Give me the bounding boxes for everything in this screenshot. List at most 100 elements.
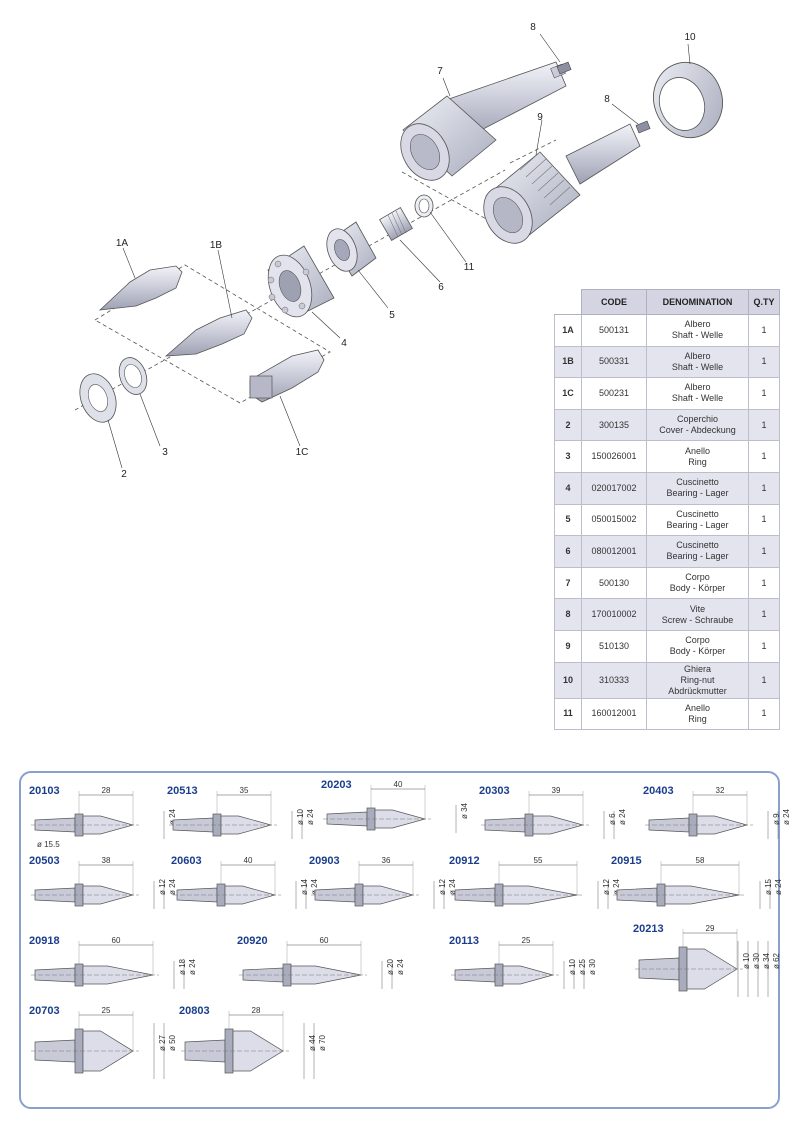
denomination-line: Corpo bbox=[685, 572, 710, 583]
tip-diameter-label: ø 44 bbox=[308, 1034, 317, 1051]
callout-7: 7 bbox=[437, 66, 443, 77]
denomination-line: Ring bbox=[688, 713, 707, 724]
tip-code: 20103 bbox=[29, 785, 60, 797]
part-11-ring bbox=[414, 194, 434, 218]
cell-code: 160012001 bbox=[581, 697, 647, 731]
cell-position: 5 bbox=[554, 503, 582, 537]
tip-drawing: 60ø 24ø 20 bbox=[239, 936, 405, 989]
tip-code: 20603 bbox=[171, 855, 202, 867]
tip-diameter-label: ø 62 bbox=[772, 952, 781, 969]
cell-position: 1B bbox=[554, 345, 582, 379]
table-header-row: CODE DENOMINATION Q.TY bbox=[554, 289, 780, 315]
tip-diameter-label: ø 12 bbox=[438, 878, 447, 895]
tip-length-label: 35 bbox=[240, 786, 249, 795]
tip-code: 20915 bbox=[611, 855, 642, 867]
col-denomination: DENOMINATION bbox=[646, 289, 749, 315]
tip-length-label: 39 bbox=[552, 786, 561, 795]
callout-1b: 1B bbox=[210, 240, 223, 251]
tip-length-label: 60 bbox=[320, 936, 329, 945]
callout-8b: 8 bbox=[604, 94, 610, 105]
tip-diameter-label: ø 25 bbox=[578, 958, 587, 975]
tip-code: 20403 bbox=[643, 785, 674, 797]
cell-code: 510130 bbox=[581, 629, 647, 663]
denomination-line: Shaft - Welle bbox=[671, 361, 724, 372]
tip-diameter-label: ø 70 bbox=[318, 1034, 327, 1051]
cell-code: 500130 bbox=[581, 566, 647, 600]
callout-10: 10 bbox=[684, 32, 696, 43]
denomination-line: Coperchio bbox=[676, 414, 719, 425]
tip-code: 20703 bbox=[29, 1005, 60, 1017]
tip-length-label: 36 bbox=[382, 856, 391, 865]
tip-code: 20803 bbox=[179, 1005, 210, 1017]
tip-diameter-label: ø 10 bbox=[568, 958, 577, 975]
callout-3: 3 bbox=[162, 447, 168, 458]
cell-position: 10 bbox=[554, 661, 582, 699]
denomination-line: Anello bbox=[684, 702, 711, 713]
callout-1a: 1A bbox=[116, 238, 129, 249]
denomination-line: Corpo bbox=[685, 635, 710, 646]
denomination-line: Anello bbox=[684, 445, 711, 456]
tip-drawing: 39ø 24ø 6 bbox=[481, 786, 627, 839]
callout-11: 11 bbox=[464, 262, 475, 273]
tip-diameter-label: ø 24 bbox=[782, 808, 791, 825]
cell-qty: 1 bbox=[748, 661, 780, 699]
tip-drawing: 25ø 30ø 25ø 10 bbox=[451, 936, 597, 989]
cell-qty: 1 bbox=[748, 345, 780, 379]
denomination-line: Shaft - Welle bbox=[671, 393, 724, 404]
tip-diameter-label: ø 34 bbox=[762, 952, 771, 969]
denomination-line: Shaft - Welle bbox=[671, 330, 724, 341]
tip-diameter-label: ø 12 bbox=[602, 878, 611, 895]
cell-qty: 1 bbox=[748, 314, 780, 347]
tip-length-label: 40 bbox=[244, 856, 253, 865]
tip-drawing: 40ø 24ø 14 bbox=[173, 856, 319, 909]
tip-drawing: 36ø 24ø 12 bbox=[311, 856, 457, 909]
denomination-line: Body - Körper bbox=[669, 646, 726, 657]
tip-length-label: 58 bbox=[696, 856, 705, 865]
cell-qty: 1 bbox=[748, 566, 780, 600]
part-2-cover bbox=[79, 373, 117, 423]
tip-length-label: 55 bbox=[534, 856, 543, 865]
cell-code: 050015002 bbox=[581, 503, 647, 537]
tip-length-label: 40 bbox=[394, 780, 403, 789]
cell-code: 310333 bbox=[581, 661, 647, 699]
tip-diameter-label: ø 24 bbox=[448, 878, 457, 895]
denomination-line: Ghiera bbox=[683, 663, 711, 674]
tip-drawing: 35ø 24ø 10 bbox=[169, 786, 315, 839]
part-8-screw-a bbox=[556, 61, 572, 75]
denomination-line: Albero bbox=[684, 382, 711, 393]
cell-position: 7 bbox=[554, 566, 582, 600]
tip-code: 20503 bbox=[29, 855, 60, 867]
tip-diameter-label: ø 24 bbox=[188, 958, 197, 975]
cell-qty: 1 bbox=[748, 503, 780, 537]
cell-position: 8 bbox=[554, 598, 582, 631]
tip-diameter-label: ø 24 bbox=[774, 878, 783, 895]
cell-position: 6 bbox=[554, 535, 582, 568]
tip-diameter-label: ø 24 bbox=[612, 878, 621, 895]
col-code: CODE bbox=[581, 289, 647, 315]
tip-length-label: 28 bbox=[252, 1006, 261, 1015]
callout-6: 6 bbox=[438, 282, 444, 293]
cell-code: 080012001 bbox=[581, 535, 647, 568]
denomination-line: Vite bbox=[689, 603, 706, 614]
tip-diameter-label: ø 24 bbox=[310, 878, 319, 895]
denomination-line: Screw - Schraube bbox=[661, 614, 734, 625]
denomination-line: Ring-nut bbox=[680, 674, 715, 685]
cell-code: 150026001 bbox=[581, 440, 647, 473]
tip-diameter-label: ø 9 bbox=[772, 813, 781, 825]
